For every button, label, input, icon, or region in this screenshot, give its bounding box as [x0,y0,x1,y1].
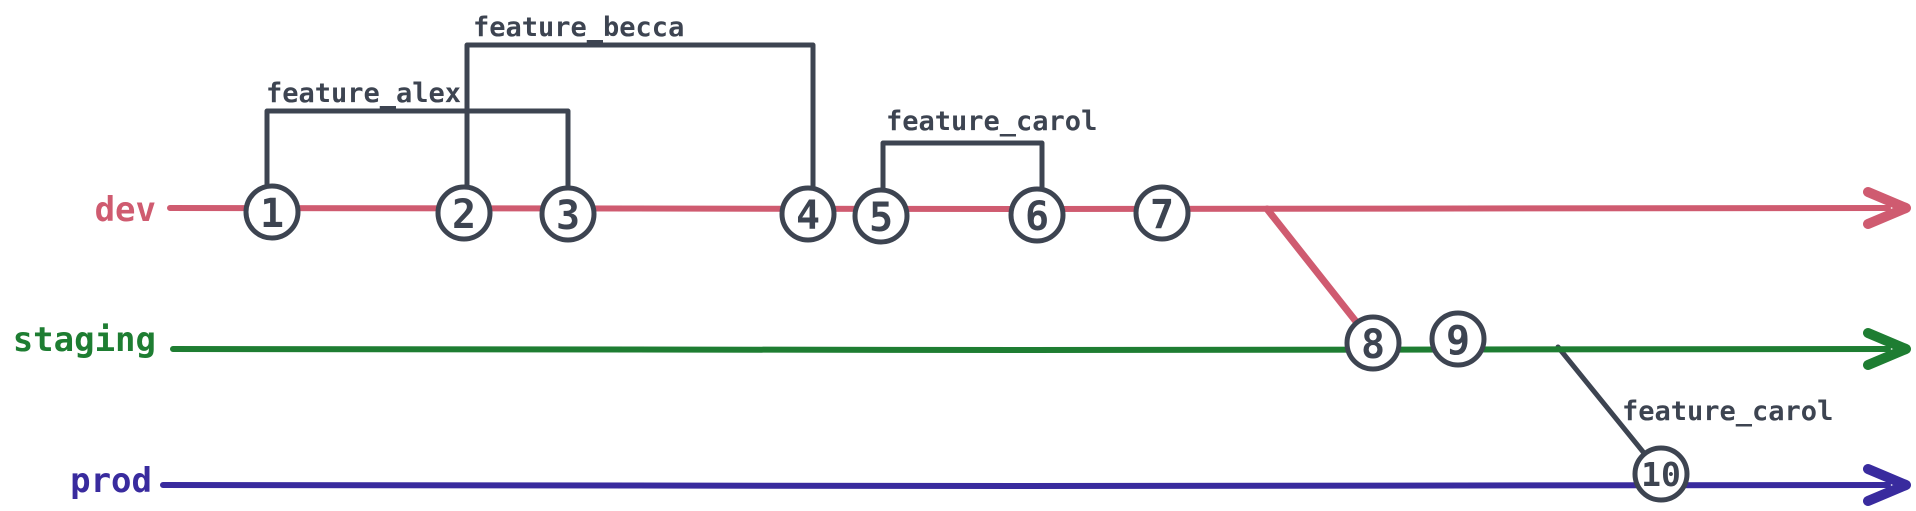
commit-number-8: 8 [1361,322,1385,368]
branch-label-staging: staging [13,320,156,360]
commit-number-10: 10 [1641,455,1681,494]
commit-node-3 [539,185,597,243]
commit-number-6: 6 [1025,194,1049,240]
commit-number-3: 3 [556,193,580,239]
feature-bracket-feature_becca [464,42,816,195]
commit-number-1: 1 [260,191,284,237]
branch-label-dev: dev [95,190,156,230]
commit-number-2: 2 [452,192,476,238]
commit-node-6 [1008,186,1066,244]
commit-node-1 [243,183,301,241]
commit-number-5: 5 [869,195,893,241]
branch-line-staging [170,346,1891,353]
commit-node-4 [779,185,837,243]
commit-node-9 [1429,310,1487,368]
feature-label-feature_carol: feature_carol [886,106,1097,137]
feature-bracket-feature_alex [264,108,571,195]
merge-label-feature_carol: feature_carol [1622,396,1833,427]
commit-node-10 [1632,445,1690,503]
commit-number-7: 7 [1150,192,1174,238]
commit-number-9: 9 [1446,318,1470,364]
feature-label-feature_alex: feature_alex [266,78,461,109]
commit-node-5 [852,187,910,245]
commit-number-4: 4 [796,193,820,239]
commit-node-8 [1344,314,1402,372]
feature-bracket-feature_carol [880,140,1045,197]
arrowhead-icon-prod [1863,464,1911,506]
feature-label-feature_becca: feature_becca [473,12,684,43]
arrowhead-icon-staging [1863,328,1911,370]
branch-line-prod [160,482,1891,489]
commit-node-7 [1133,184,1191,242]
branch-label-prod: prod [70,461,152,501]
arrowhead-icon-dev [1863,187,1911,229]
commit-node-2 [435,184,493,242]
